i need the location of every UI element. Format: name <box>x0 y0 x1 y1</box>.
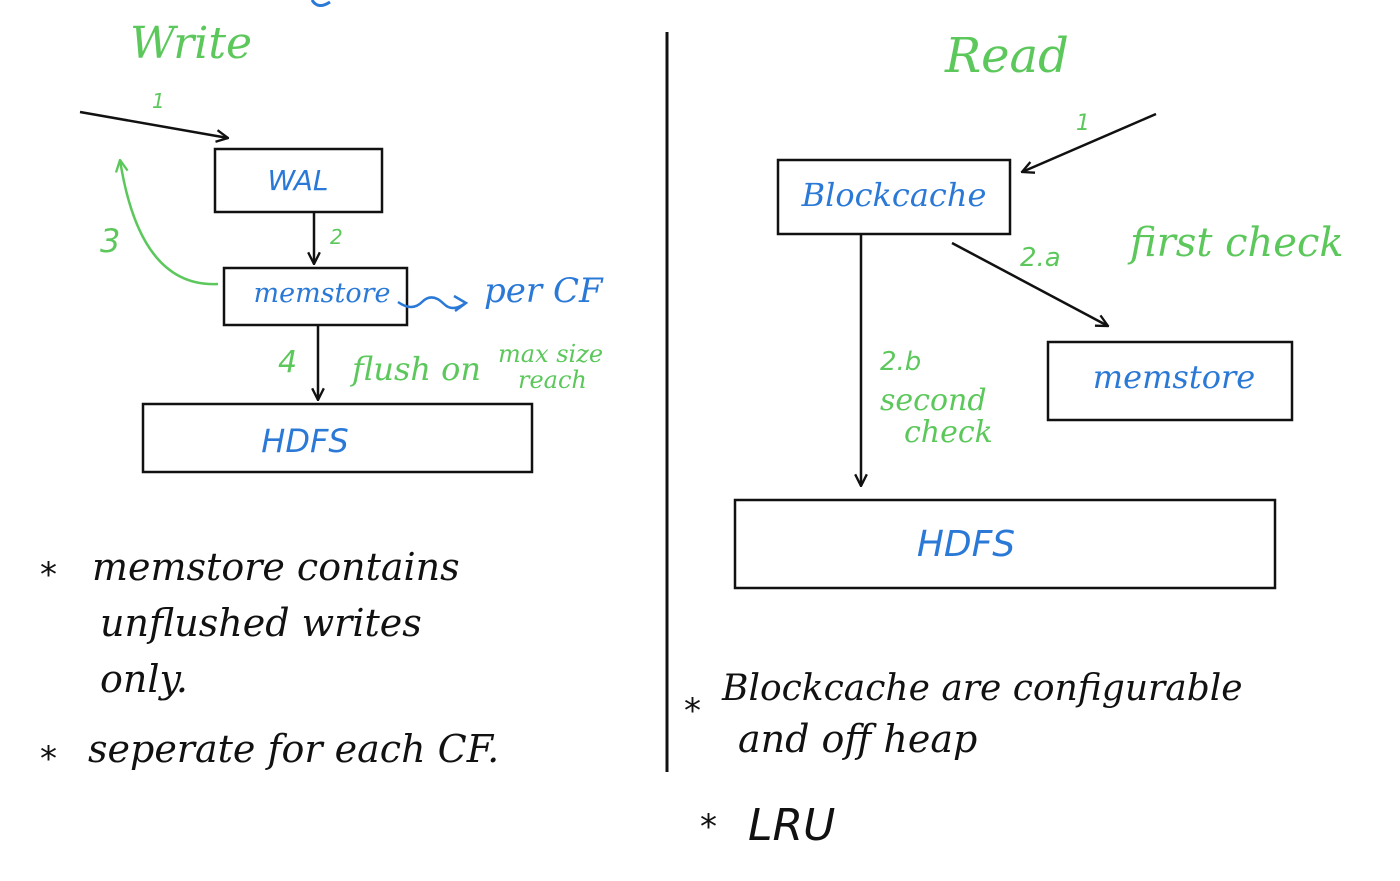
wal-label: WAL <box>267 164 328 197</box>
read-section: Read 1 Blockcache 2.a first check memsto… <box>684 28 1344 851</box>
per-cf-squiggle-arrow <box>397 296 465 310</box>
write-hdfs-label: HDFS <box>261 422 348 460</box>
write-memstore-box <box>222 266 409 327</box>
reach-label: reach <box>518 366 587 394</box>
write-note1-line3: only. <box>100 657 188 701</box>
read-step2a-label: 2.a <box>1020 243 1061 273</box>
per-cf-label: per CF <box>484 271 604 311</box>
first-check-label: first check <box>1127 220 1344 266</box>
write-step4-label: 4 <box>278 345 297 380</box>
read-memstore-box <box>1046 340 1294 422</box>
flush-on-label: flush on <box>350 350 481 388</box>
read-note1-line1: Blockcache are configurable <box>721 668 1243 709</box>
read-title: Read <box>944 28 1069 84</box>
per-cf-arrowhead <box>453 294 469 313</box>
write-note1-line1: memstore contains <box>92 545 460 589</box>
write-section: Write 1 WAL 2 3 memstore per CF 4 flush … <box>40 18 604 779</box>
write-title: Write <box>130 18 252 69</box>
write-memstore-label: memstore <box>253 278 390 309</box>
write-step1-arrow <box>79 110 228 138</box>
second-label: second <box>880 383 987 418</box>
check-label: check <box>904 415 993 450</box>
write-note2-bullet: * <box>40 739 57 779</box>
read-note2-bullet: * <box>700 807 717 847</box>
blockcache-box <box>776 158 1012 236</box>
read-hdfs-label: HDFS <box>917 524 1015 565</box>
write-hdfs-box <box>141 402 534 474</box>
read-step1-label: 1 <box>1076 111 1090 136</box>
write-step3-label: 3 <box>100 222 120 260</box>
wal-box <box>213 147 384 214</box>
read-step2a-arrow <box>951 241 1108 326</box>
write-step1-label: 1 <box>152 89 165 113</box>
write-step2-label: 2 <box>330 225 343 249</box>
blockcache-label: Blockcache <box>801 176 987 214</box>
write-note1-line2: unflushed writes <box>100 601 422 645</box>
write-note1-bullet: * <box>40 555 57 595</box>
read-note1-bullet: * <box>684 691 701 731</box>
cropped-stroke <box>310 0 331 7</box>
read-note1-line2: and off heap <box>738 717 977 761</box>
read-step2b-label: 2.b <box>880 347 921 377</box>
read-note2: LRU <box>748 800 835 851</box>
write-step3-arrow <box>120 160 219 286</box>
read-hdfs-box <box>733 498 1277 590</box>
read-memstore-label: memstore <box>1093 358 1255 396</box>
max-size-label: max size <box>498 340 603 368</box>
write-note2: seperate for each CF. <box>88 727 499 771</box>
read-step1-arrow <box>1022 112 1157 172</box>
